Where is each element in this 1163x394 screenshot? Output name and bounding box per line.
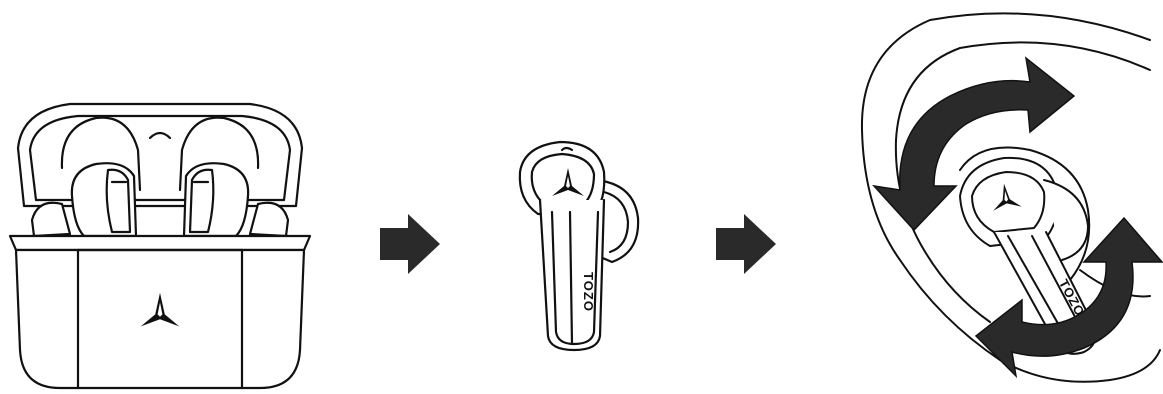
rotate-lock-arrow-icon (974, 216, 1163, 379)
earbud-brand-text: TOZO (581, 272, 596, 312)
earbud-icon (518, 140, 640, 352)
right-arrow-icon (716, 214, 776, 274)
charging-case-icon (8, 102, 312, 390)
rotate-insert-arrow-icon (872, 56, 1076, 232)
right-arrow-icon (380, 214, 440, 274)
